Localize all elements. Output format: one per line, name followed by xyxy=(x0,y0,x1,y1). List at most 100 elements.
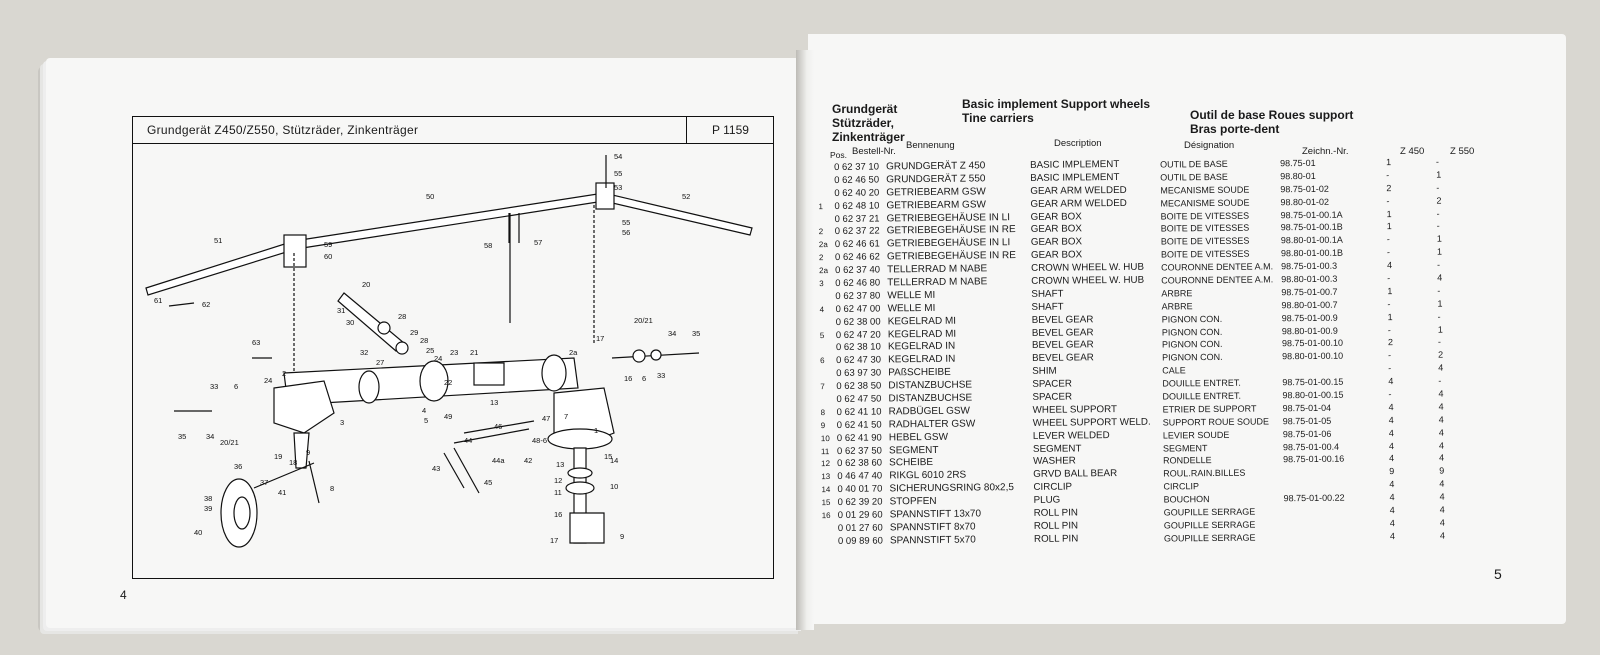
row-french-designation: CALE xyxy=(1162,365,1186,376)
row-drawing-number: 98.80-01-00.1B xyxy=(1280,247,1344,259)
row-qty-z450: 4 xyxy=(1389,530,1396,541)
row-english-description: GEAR BOX xyxy=(1030,223,1082,236)
row-qty-z450: 4 xyxy=(1388,414,1394,425)
row-qty-z550: - xyxy=(1438,375,1442,386)
row-drawing-number: 98.80-01-02 xyxy=(1280,196,1330,207)
row-order-number: 0 46 47 40 xyxy=(837,470,883,483)
row-qty-z450: 4 xyxy=(1387,260,1393,271)
row-pos: 8 xyxy=(820,407,826,418)
row-pos: 15 xyxy=(821,498,831,508)
col-designation: Désignation xyxy=(1184,140,1235,151)
row-german-name: GETRIEBEARM GSW xyxy=(886,186,986,199)
row-german-name: SPANNSTIFT 13x70 xyxy=(889,508,982,521)
row-german-name: WELLE MI xyxy=(887,302,936,315)
row-qty-z450: 4 xyxy=(1389,518,1395,529)
row-french-designation: PIGNON CON. xyxy=(1161,326,1223,338)
row-qty-z550: - xyxy=(1436,208,1440,219)
row-qty-z550: - xyxy=(1437,285,1441,296)
svg-text:34: 34 xyxy=(206,432,214,441)
row-french-designation: ETRIER DE SUPPORT xyxy=(1162,403,1257,415)
svg-text:49: 49 xyxy=(444,412,452,421)
svg-text:38: 38 xyxy=(204,494,212,503)
row-french-designation: DOUILLE ENTRET. xyxy=(1162,377,1241,389)
row-order-number: 0 62 37 80 xyxy=(835,290,881,302)
row-english-description: ROLL PIN xyxy=(1033,520,1079,532)
row-english-description: WASHER xyxy=(1033,455,1076,468)
row-order-number: 0 62 38 50 xyxy=(836,380,882,393)
row-english-description: GEAR BOX xyxy=(1030,249,1083,262)
svg-text:30: 30 xyxy=(346,318,354,327)
svg-text:53: 53 xyxy=(614,183,622,192)
row-order-number: 0 62 46 80 xyxy=(835,277,881,289)
row-drawing-number: 98.75-01-06 xyxy=(1282,428,1332,439)
row-french-designation: CIRCLIP xyxy=(1163,481,1199,492)
right-page xyxy=(808,34,1566,624)
row-french-designation: PIGNON CON. xyxy=(1161,339,1223,351)
svg-text:2a: 2a xyxy=(569,348,578,357)
row-english-description: PLUG xyxy=(1033,494,1061,507)
row-english-description: BASIC IMPLEMENT xyxy=(1030,171,1120,184)
row-german-name: SICHERUNGSRING 80x2,5 xyxy=(889,482,1014,495)
row-qty-z450: 4 xyxy=(1388,376,1394,387)
row-pos: 12 xyxy=(821,459,831,469)
row-qty-z450: 1 xyxy=(1387,286,1393,297)
row-order-number: 0 63 97 30 xyxy=(836,367,882,380)
row-english-description: SHAFT xyxy=(1031,301,1064,313)
row-qty-z550: - xyxy=(1437,337,1441,348)
row-english-description: BEVEL GEAR xyxy=(1031,326,1094,339)
svg-text:1: 1 xyxy=(594,426,598,435)
row-german-name: SPANNSTIFT 8x70 xyxy=(889,521,976,534)
row-drawing-number: 98.75-01-02 xyxy=(1280,183,1329,195)
col-description: Description xyxy=(1054,138,1102,149)
svg-text:61: 61 xyxy=(154,296,162,305)
row-qty-z550: 1 xyxy=(1437,324,1443,335)
row-french-designation: COURONNE DENTEE A.M. xyxy=(1161,274,1274,286)
row-qty-z550: 4 xyxy=(1438,388,1444,399)
row-order-number: 0 62 37 21 xyxy=(834,213,880,225)
svg-text:44a: 44a xyxy=(492,456,505,465)
row-french-designation: PIGNON CON. xyxy=(1161,313,1223,325)
svg-text:29: 29 xyxy=(410,328,418,337)
row-qty-z550: 4 xyxy=(1438,362,1444,373)
svg-text:42: 42 xyxy=(524,456,532,465)
row-french-designation: COURONNE DENTEE A.M. xyxy=(1161,261,1274,273)
figure-header: Grundgerät Z450/Z550, Stützräder, Zinken… xyxy=(133,117,773,144)
row-german-name: GRUNDGERÄT Z 450 xyxy=(885,160,986,173)
row-german-name: DISTANZBUCHSE xyxy=(888,392,973,405)
row-pos: 2 xyxy=(818,253,824,263)
row-drawing-number: 98.75-01-00.9 xyxy=(1281,312,1338,323)
row-qty-z550: 4 xyxy=(1438,414,1444,425)
row-drawing-number: 98.75-01-00.1A xyxy=(1280,209,1343,220)
row-french-designation: BOUCHON xyxy=(1163,494,1210,505)
row-qty-z550: 9 xyxy=(1439,465,1445,477)
row-qty-z450: - xyxy=(1388,350,1392,361)
svg-text:17: 17 xyxy=(550,536,558,545)
svg-text:39: 39 xyxy=(204,504,212,513)
row-drawing-number: 98.80-01-00.3 xyxy=(1281,273,1338,285)
svg-text:13: 13 xyxy=(490,398,498,407)
row-drawing-number: 98.80-01 xyxy=(1280,170,1316,182)
row-english-description: CROWN WHEEL W. HUB xyxy=(1031,274,1145,287)
col-bennenung: Bennenung xyxy=(906,140,955,151)
svg-text:15: 15 xyxy=(604,452,612,461)
row-qty-z550: 4 xyxy=(1437,272,1443,283)
row-german-name: RIKGL 6010 2RS xyxy=(889,469,967,482)
row-pos: 4 xyxy=(819,304,825,314)
row-english-description: GRVD BALL BEAR xyxy=(1033,468,1118,481)
row-french-designation: GOUPILLE SERRAGE xyxy=(1163,506,1256,518)
row-order-number: 0 62 38 60 xyxy=(837,457,883,470)
svg-text:63: 63 xyxy=(252,338,260,347)
svg-text:18: 18 xyxy=(289,458,297,467)
col-z450: Z 450 xyxy=(1400,146,1425,157)
col-zeichn-nr: Zeichn.-Nr. xyxy=(1302,146,1349,157)
row-qty-z450: - xyxy=(1386,170,1390,181)
row-qty-z550: - xyxy=(1435,156,1440,167)
row-qty-z550: 4 xyxy=(1438,440,1445,451)
row-order-number: 0 01 29 60 xyxy=(837,509,883,521)
row-english-description: GEAR ARM WELDED xyxy=(1030,184,1127,197)
row-english-description: CROWN WHEEL W. HUB xyxy=(1031,261,1145,275)
row-german-name: SEGMENT xyxy=(888,444,939,456)
row-order-number: 0 62 47 20 xyxy=(835,329,881,341)
row-english-description: BEVEL GEAR xyxy=(1032,352,1094,365)
